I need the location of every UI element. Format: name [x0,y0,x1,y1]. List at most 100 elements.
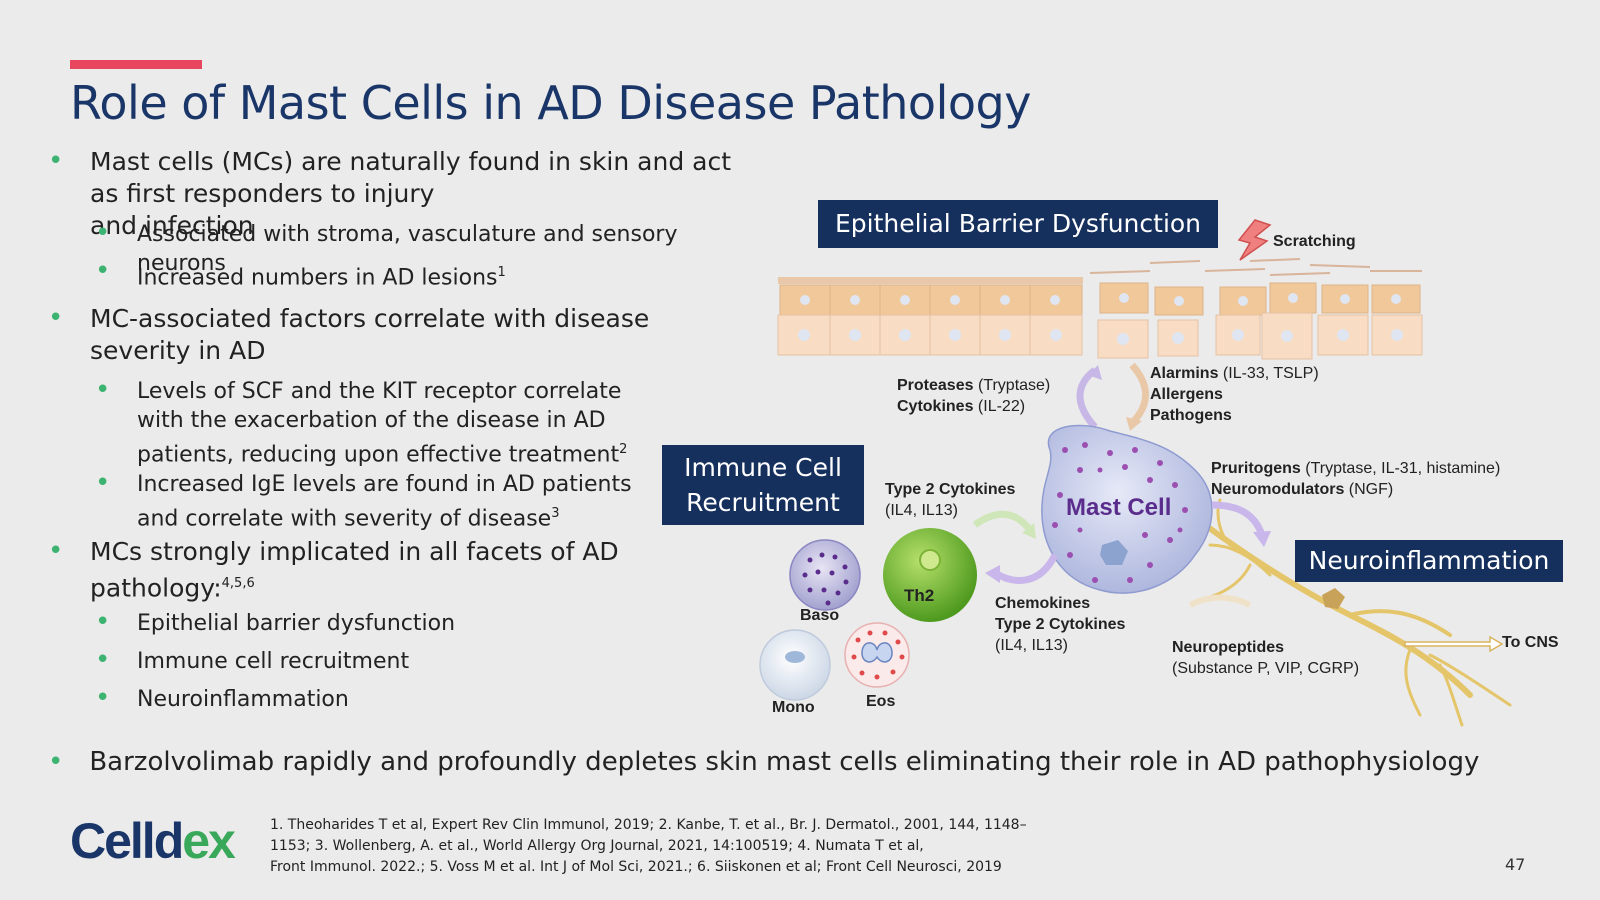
sub-bullet-line: patients, reducing upon effective treatm… [137,442,620,468]
title-accent-bar [70,60,202,69]
chemokines-label: Chemokines Type 2 Cytokines (IL4, IL13) [995,593,1125,656]
sub-bullet-1-1: • Associated with stroma, vasculature an… [95,220,760,278]
pruritogens-label: Pruritogens (Tryptase, IL-31, histamine)… [1211,458,1500,500]
sensory-neuron [1198,498,1512,727]
immune-box-label-2: Recruitment [686,488,840,517]
bullet-2: • MC-associated factors correlate with d… [48,303,650,367]
footnote-ref: 2 [619,442,628,457]
to-cns-label: To CNS [1502,634,1559,651]
scratching-label: Scratching [1273,233,1356,250]
bullet-1-line-1: Mast cells (MCs) are naturally found in … [90,147,732,208]
proteases-detail: (Tryptase) [977,377,1051,394]
footnote-ref: 3 [551,506,560,521]
sub-bullet-line: Increased IgE levels are found in AD pat… [137,472,632,497]
footnote-ref: 1 [497,265,506,280]
baso-label: Baso [800,607,840,624]
bullet-dot-icon: • [48,747,64,777]
diagram-illustration [759,219,1512,727]
neuro-box-label: Neuroinflammation [1308,546,1550,575]
th2-label: Th2 [904,586,935,605]
sub-bullet-3-3: • Neuroinflammation [95,685,349,714]
mono-label: Mono [772,699,815,716]
chemokines-type2-bold: Type 2 Cytokines [995,616,1126,633]
chemokines-bold: Chemokines [995,595,1091,612]
neuropeptides-bold: Neuropeptides [1172,639,1285,656]
sub-bullet-2-1: • Levels of SCF and the KIT receptor cor… [95,377,628,469]
bullet-3-line-1: MCs strongly implicated in all facets of… [90,537,619,566]
proteases-bold: Proteases [897,377,974,394]
to-cns-arrow [1404,635,1504,653]
monocyte-cell [759,629,831,701]
type2-bold: Type 2 Cytokines [885,481,1016,498]
neuron-body [1322,588,1345,609]
skin-epidermis [777,258,1423,360]
bullet-dot-icon: • [95,607,111,637]
bullet-list: • Mast cells (MCs) are naturally found i… [0,0,760,760]
slide-title: Role of Mast Cells in AD Disease Patholo… [70,76,1031,130]
sub-bullet-text: Increased numbers in AD lesions [137,265,498,291]
sub-bullet-text: Epithelial barrier dysfunction [137,611,456,636]
sub-bullet-line: and correlate with severity of disease [137,506,552,532]
neuro-box: Neuroinflammation [1295,540,1563,582]
bullet-dot-icon: • [95,683,111,713]
immune-box-label-1: Immune Cell [684,453,842,482]
neuromod-detail: (NGF) [1348,481,1394,498]
sub-bullet-line: with the exacerbation of the disease in … [137,408,606,433]
chemokines-detail: (IL4, IL13) [995,637,1068,654]
mast-cell-label: Mast Cell [1066,494,1172,521]
references: 1. Theoharides T et al, Expert Rev Clin … [270,815,1050,878]
bullet-dot-icon: • [95,645,111,675]
mast-cell-diagram: Epithelial Barrier Dysfunction Immune Ce… [662,195,1600,755]
bullet-1: • Mast cells (MCs) are naturally found i… [48,146,760,242]
alarmins-detail: (IL-33, TSLP) [1222,365,1319,382]
footnote-ref: 4,5,6 [221,576,255,591]
sub-bullet-text: Neuroinflammation [137,687,349,712]
reference-line-2: 1153; 3. Wollenberg, A. et al., World Al… [270,838,924,854]
pruritogens-bold: Pruritogens [1211,460,1301,477]
bullet-1-line-2: and infection [90,211,254,240]
sub-bullet-text: Associated with stroma, vasculature and … [137,222,678,276]
allergens-label: Allergens [1150,386,1223,403]
pathogens-label: Pathogens [1150,407,1232,424]
bullet-dot-icon: • [48,146,64,176]
type2-detail: (IL4, IL13) [885,502,958,519]
reference-line-3: Front Immunol. 2022.; 5. Voss M et al. I… [270,859,1002,875]
sub-bullet-2-2: • Increased IgE levels are found in AD p… [95,470,632,533]
epithelial-box-label: Epithelial Barrier Dysfunction [834,209,1202,238]
neuropeptides-label: Neuropeptides (Substance P, VIP, CGRP) [1172,637,1359,679]
bottom-bullet-text: Barzolvolimab rapidly and profoundly dep… [89,747,1480,777]
bullet-dot-icon: • [48,536,64,566]
reference-line-1: 1. Theoharides T et al, Expert Rev Clin … [270,817,1027,833]
th2-cell [883,528,977,622]
epithelial-box: Epithelial Barrier Dysfunction [818,200,1218,248]
arrow-to-neuro [1211,501,1266,537]
arrow-to-th2 [993,553,1059,584]
bullet-dot-icon: • [95,468,111,498]
sub-bullet-line: Levels of SCF and the KIT receptor corre… [137,379,622,404]
basophil-cell [789,539,861,611]
mast-cell-nucleus [1100,540,1128,565]
bullet-2-line-1: MC-associated factors correlate with dis… [90,304,650,333]
alarmins-label: Alarmins (IL-33, TSLP) Allergens Pathoge… [1150,363,1319,426]
mast-cell-body [1041,424,1213,594]
logo-part-1: Celld [70,813,184,869]
lightning-icon [1237,219,1272,261]
sub-bullet-1-2: • Increased numbers in AD lesions1 [95,258,506,292]
arrow-to-mast [972,510,1033,533]
sub-bullet-3-2: • Immune cell recruitment [95,647,409,676]
neuropeptides-detail: (Substance P, VIP, CGRP) [1172,660,1360,677]
page-number: 47 [1505,855,1526,874]
immune-box: Immune Cell Recruitment [662,445,864,525]
bullet-dot-icon: • [95,375,111,405]
bullet-2-line-2: severity in AD [90,336,266,365]
mast-cell-granules [1052,442,1188,583]
bullet-dot-icon: • [95,256,111,286]
neuromod-bold: Neuromodulators [1211,481,1345,498]
eos-label: Eos [866,693,896,710]
alarmins-bold: Alarmins [1150,365,1219,382]
bullet-dot-icon: • [95,218,111,248]
sub-bullet-3-1: • Epithelial barrier dysfunction [95,609,456,638]
bullet-3: • MCs strongly implicated in all facets … [48,536,619,604]
bottom-bullet: • Barzolvolimab rapidly and profoundly de… [48,747,1479,777]
bullet-dot-icon: • [48,303,64,333]
